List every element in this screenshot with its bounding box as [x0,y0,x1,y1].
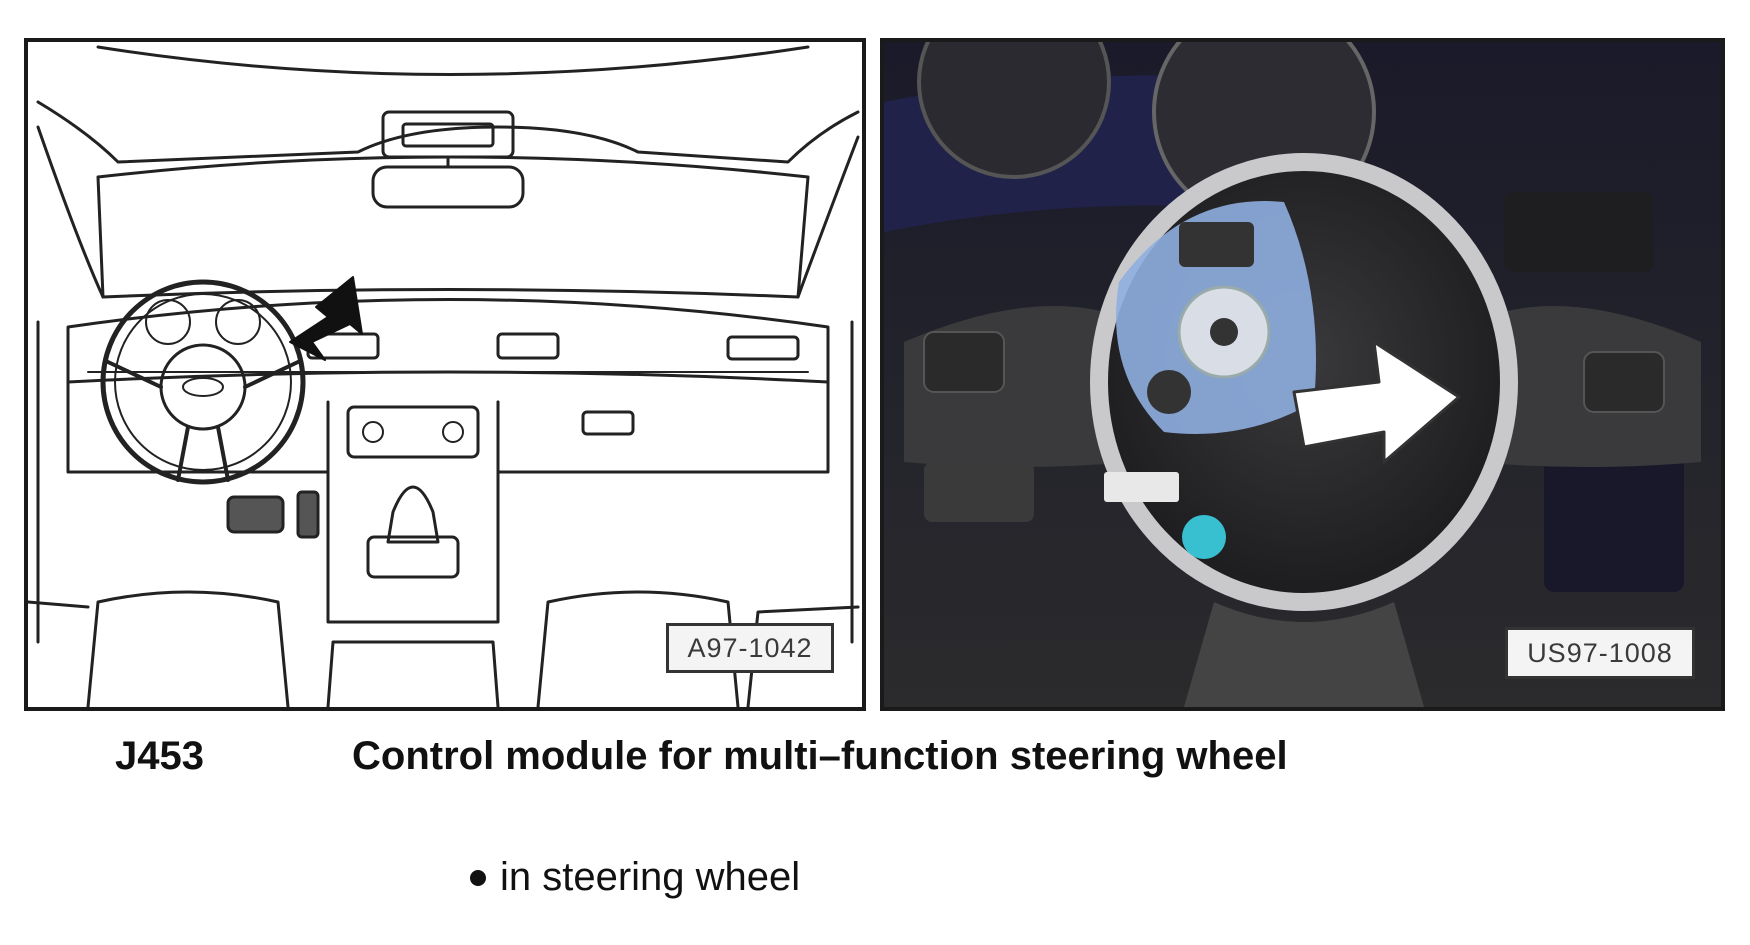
figure-reference-label: A97-1042 [666,623,834,673]
steering-wheel-photo [884,42,1721,707]
bullet-icon [470,869,486,886]
location-bullet: in steering wheel [470,855,800,900]
location-text: in steering wheel [500,855,801,899]
interior-line-drawing-figure: A97-1042 [24,38,866,711]
component-title: Control module for multi–function steeri… [352,734,1288,778]
figure-reference-label: US97-1008 [1505,627,1695,679]
steering-wheel-photo-figure: US97-1008 [880,38,1725,711]
component-code: J453 [115,734,204,778]
interior-line-drawing [28,45,860,707]
